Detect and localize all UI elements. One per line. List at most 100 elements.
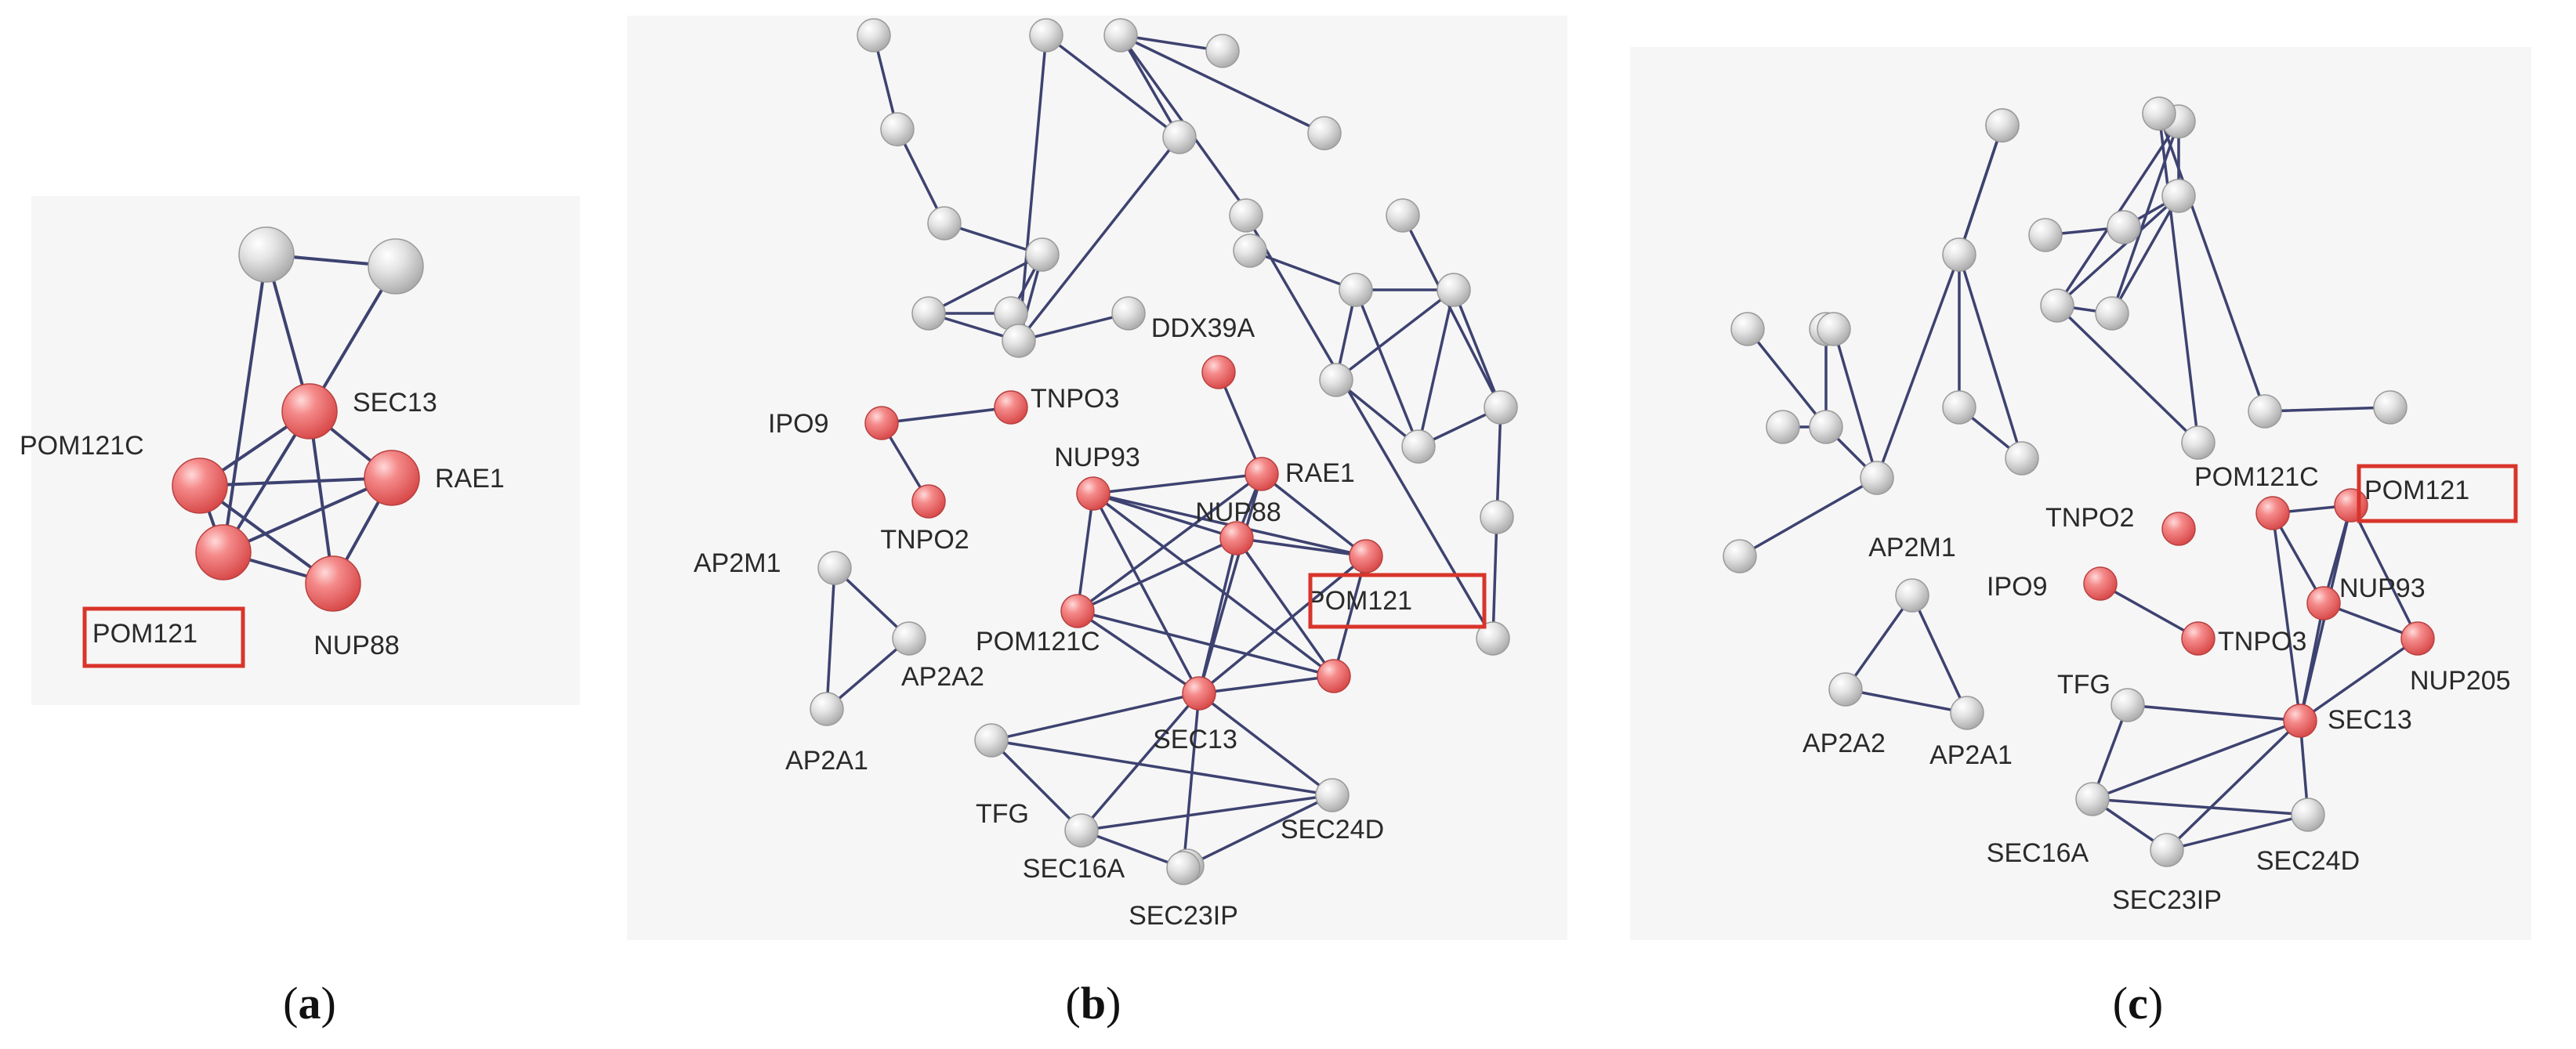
node-pom121c [2255,496,2290,530]
node-pom121 [2334,488,2368,523]
node-tfg [2110,688,2145,722]
node-r1 [1233,233,1267,268]
edge-h22-h23 [2263,406,2392,413]
node-r5 [1401,429,1436,464]
edge-sec13-tfg [2126,704,2302,722]
edge-sec13-sec16a [2091,719,2302,801]
panel-a-background [31,196,580,705]
panel-caption-c: (c) [2113,978,2163,1029]
node-label-sec24d: SEC24D [2256,846,2360,876]
edge-nup93-pom121c [1076,492,1095,613]
edge-r1-r2 [1248,249,1357,291]
edge-sec13-tfg [1080,692,1201,832]
edge-ap2m1-ap2a1 [825,566,836,711]
node-label-rae1: RAE1 [435,464,505,494]
node-h1 [1730,312,1765,346]
edge-ipo9-tnpo3 [880,406,1013,425]
label-layer: DDX39AIPO9TNPO3TNPO2NUP93RAE1NUP88POM121… [694,313,1487,931]
edge-pom121c-rae1 [198,476,393,487]
edge-nup205-sec13 [2299,637,2419,722]
node-label-nup93: NUP93 [2339,573,2426,603]
edge-h17-h19 [2110,120,2180,315]
node-label-pom121c: POM121C [976,627,1100,657]
edge-nup88-pom121c [1076,537,1238,613]
edge-u1-sec13 [1197,675,1335,695]
node-label-ap2a2: AP2A2 [1802,729,1886,758]
edge-pom121c-sec13 [2271,512,2302,722]
node-tnpo2 [911,484,946,519]
node-r3 [1437,273,1471,307]
node-label-ap2a1: AP2A1 [1929,740,2013,770]
node-rae1 [1245,457,1279,491]
node-label-sec13: SEC13 [1153,725,1237,754]
node-label-ap2m1: AP2M1 [694,548,781,578]
edge-h5-h7 [1738,476,1879,558]
node-h5 [1860,461,1894,495]
node-t11 [1103,18,1138,52]
edge-t11-t12 [1119,34,1224,52]
node-label-ipo9: IPO9 [1987,572,2047,602]
node-label-sec16a: SEC16A [1987,838,2089,868]
node-label-nup88: NUP88 [1195,497,1281,527]
edge-t7-t9 [1017,34,1048,342]
node-layer [1723,96,2435,867]
edge-rae1-pom121 [1260,472,1368,558]
node-nup93 [2306,586,2341,620]
edge-h1-h3 [1746,327,1828,429]
node-label-tnpo2: TNPO2 [2045,503,2134,533]
edge-t7-t10 [1017,136,1181,342]
node-t3 [927,206,962,241]
edge-tfg-sec24d [1080,794,1334,832]
network-panel-b: DDX39AIPO9TNPO3TNPO2NUP93RAE1NUP88POM121… [694,18,1518,1029]
edge-t9-t10 [1045,34,1181,139]
highlight-box-pom121 [2357,464,2518,523]
node-h6 [1817,312,1851,346]
node-label-sec13: SEC13 [2328,705,2412,735]
node-tnpo2 [2161,512,2196,546]
node-r7 [1386,198,1420,233]
edge-nup93-rae1 [1092,472,1263,495]
edge-sec23ip-sec24d [2165,813,2310,852]
node-label-nup205: NUP205 [2410,666,2511,696]
node-label-tnpo3: TNPO3 [1031,384,1119,414]
node-nup205 [2400,621,2435,656]
edge-ddx39a-rae1 [1217,371,1263,476]
node-ap2m1 [1895,578,1929,613]
node-h8 [1942,237,1976,272]
node-t8 [1111,296,1146,331]
node-label-ap2a2: AP2A2 [901,662,984,692]
edge-ap2a2-ap2a1 [1844,688,1969,714]
node-label-ddx39a: DDX39A [1151,313,1255,343]
node-h16 [2161,179,2196,213]
edge-t11-t13 [1119,34,1326,135]
node-label-pom121c: POM121C [20,431,144,461]
node-t13 [1307,116,1342,150]
edge-nup93-sec13 [1092,492,1201,695]
node-r4 [1319,363,1353,397]
edge-nup88-sec13 [1197,537,1238,695]
edge-h8-h5 [1875,253,1961,479]
node-tnpo3 [994,390,1028,425]
node-label-sec23ip: SEC23IP [1129,901,1238,931]
node-t5 [911,296,946,331]
edge-nup88-u1 [1235,537,1335,678]
node-h14 [2028,218,2063,252]
node-label-nup93: NUP93 [1054,443,1140,472]
edge-r8-r9 [1491,515,1498,640]
node-r8 [1480,500,1514,534]
node-pom121 [195,524,252,581]
panel-caption-b: (b) [1066,978,1121,1029]
node-t4 [1025,237,1060,272]
edge-h16-h18 [2056,194,2180,307]
node-sec16a [2075,782,2110,816]
edge-sec13-sec24d [1197,692,1334,797]
node-sec24d [2291,798,2325,832]
node-label-ipo9: IPO9 [768,409,828,439]
edge-ipo9-tnpo3 [2099,582,2200,640]
node-sec13 [2283,704,2317,738]
